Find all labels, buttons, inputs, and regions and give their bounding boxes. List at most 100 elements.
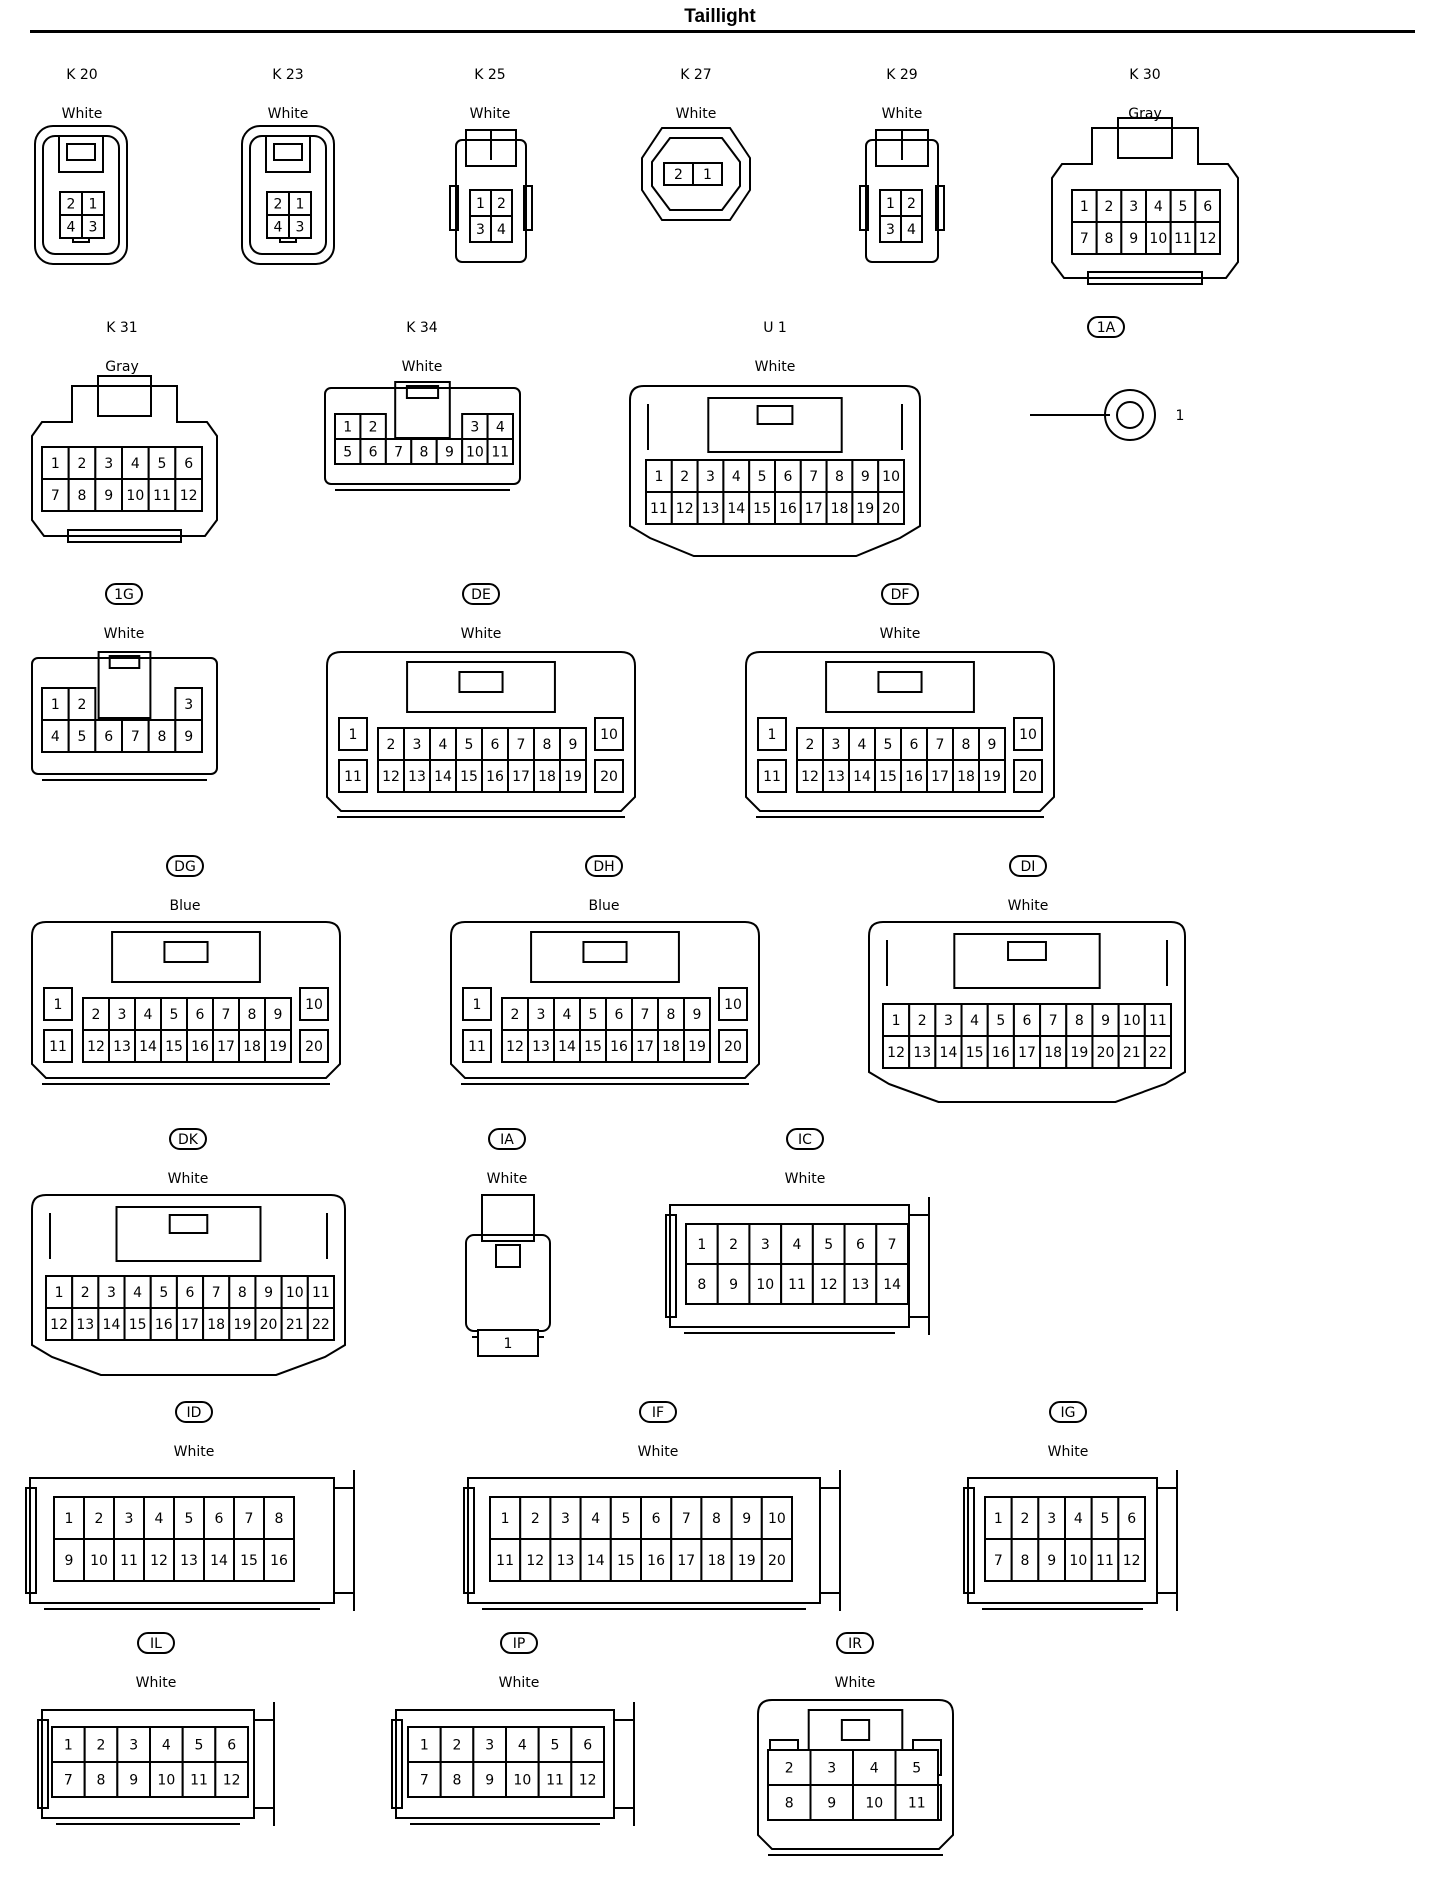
pin-number: 11 bbox=[344, 769, 362, 785]
pin-number: 13 bbox=[827, 769, 845, 785]
connector-code: ID bbox=[187, 1405, 202, 1421]
connector-1a: 1 bbox=[1030, 389, 1184, 441]
pin-number: 16 bbox=[779, 501, 797, 517]
pin-number: 5 bbox=[884, 737, 893, 753]
pin-number: 10 bbox=[865, 1796, 883, 1812]
pin-number: 9 bbox=[445, 445, 454, 461]
pin-cavity bbox=[780, 1263, 814, 1305]
pin-number: 22 bbox=[1149, 1045, 1167, 1061]
pin-number: 14 bbox=[103, 1317, 121, 1333]
connector-code: DF bbox=[891, 587, 910, 603]
connector-code-badge bbox=[175, 1401, 213, 1423]
pin-number: 15 bbox=[129, 1317, 147, 1333]
pin-number: 3 bbox=[761, 1237, 770, 1253]
pin-number: 12 bbox=[87, 1039, 105, 1055]
pin-cavity bbox=[718, 1029, 748, 1063]
pin-number: 10 bbox=[600, 727, 618, 743]
pin-number: 9 bbox=[274, 1007, 283, 1023]
pin-number: 5 bbox=[621, 1511, 630, 1527]
pin-number: 10 bbox=[882, 469, 900, 485]
pin-number: 3 bbox=[485, 1738, 494, 1754]
pin-number: 9 bbox=[729, 1277, 738, 1293]
pin-cavity bbox=[407, 1761, 442, 1798]
pin-cavity bbox=[175, 1307, 205, 1341]
pin-number: 9 bbox=[65, 1553, 74, 1569]
pin-cavity bbox=[774, 491, 802, 525]
pin-number: 2 bbox=[680, 469, 689, 485]
pin-number: 8 bbox=[1021, 1553, 1030, 1569]
pin-number: 1 bbox=[1080, 199, 1089, 215]
pin-number: 20 bbox=[1019, 769, 1037, 785]
pin-cavity bbox=[696, 491, 725, 525]
pin-number: 2 bbox=[92, 1007, 101, 1023]
connector-color: White bbox=[62, 106, 103, 122]
connector-code-badge bbox=[1087, 316, 1125, 338]
pin-number: 4 bbox=[67, 220, 76, 236]
pin-number: 8 bbox=[78, 488, 87, 504]
pin-cavity bbox=[429, 759, 457, 793]
pin-number: 2 bbox=[81, 1285, 90, 1301]
pin-number: 5 bbox=[824, 1237, 833, 1253]
pin-number: 2 bbox=[78, 456, 87, 472]
pin-number: 1 bbox=[697, 1237, 706, 1253]
pin-number: 4 bbox=[439, 737, 448, 753]
pin-number: 7 bbox=[64, 1773, 73, 1789]
pin-cavity bbox=[1071, 189, 1098, 223]
pin-cavity bbox=[108, 997, 136, 1031]
pin-number: 2 bbox=[97, 1738, 106, 1754]
pin-number: 21 bbox=[1123, 1045, 1141, 1061]
pin-cavity bbox=[212, 1029, 240, 1063]
pin-cavity bbox=[1117, 1035, 1146, 1069]
pin-number: 16 bbox=[486, 769, 504, 785]
pin-cavity bbox=[41, 719, 70, 753]
pin-number: 1 bbox=[703, 167, 712, 183]
pin-cavity bbox=[149, 1761, 184, 1798]
pin-number: 3 bbox=[706, 469, 715, 485]
connector-code: 1G bbox=[114, 587, 134, 603]
pin-cavity bbox=[175, 1275, 205, 1309]
pin-cavity bbox=[233, 1496, 265, 1540]
pin-number: 15 bbox=[460, 769, 478, 785]
pin-number: 2 bbox=[674, 167, 683, 183]
pin-number: 3 bbox=[413, 737, 422, 753]
pin-cavity bbox=[338, 717, 368, 751]
pin-number: 8 bbox=[275, 1511, 284, 1527]
pin-number: 1 bbox=[65, 1511, 74, 1527]
pin-number: 17 bbox=[636, 1039, 654, 1055]
pin-number: 16 bbox=[992, 1045, 1010, 1061]
pin-cavity bbox=[1091, 1035, 1120, 1069]
pin-number: 4 bbox=[496, 420, 505, 436]
pin-cavity bbox=[67, 687, 97, 721]
pin-number: 3 bbox=[129, 1738, 138, 1754]
pin-cavity bbox=[670, 491, 699, 525]
pin-number: 4 bbox=[591, 1511, 600, 1527]
connector-color: White bbox=[882, 106, 923, 122]
pin-cavity bbox=[1065, 1003, 1094, 1037]
pin-cavity bbox=[462, 1029, 492, 1063]
pin-number: 2 bbox=[387, 737, 396, 753]
pin-number: 14 bbox=[727, 501, 745, 517]
pin-cavity bbox=[700, 1538, 733, 1582]
connector-color: White bbox=[461, 626, 502, 642]
pin-cavity bbox=[960, 1003, 989, 1037]
connector-color: White bbox=[402, 359, 443, 375]
pin-cavity bbox=[228, 1307, 257, 1341]
connector-code-badge bbox=[639, 1401, 677, 1423]
pin-cavity bbox=[455, 759, 483, 793]
pin-number: 13 bbox=[913, 1045, 931, 1061]
pin-number: 14 bbox=[139, 1039, 157, 1055]
pin-number: 2 bbox=[918, 1013, 927, 1029]
pin-cavity bbox=[1145, 221, 1172, 255]
pin-number: 5 bbox=[1179, 199, 1188, 215]
pin-number: 19 bbox=[983, 769, 1001, 785]
pin-cavity bbox=[403, 759, 431, 793]
pin-number: 7 bbox=[517, 737, 526, 753]
pin-number: 8 bbox=[785, 1796, 794, 1812]
pin-cavity bbox=[748, 459, 777, 493]
